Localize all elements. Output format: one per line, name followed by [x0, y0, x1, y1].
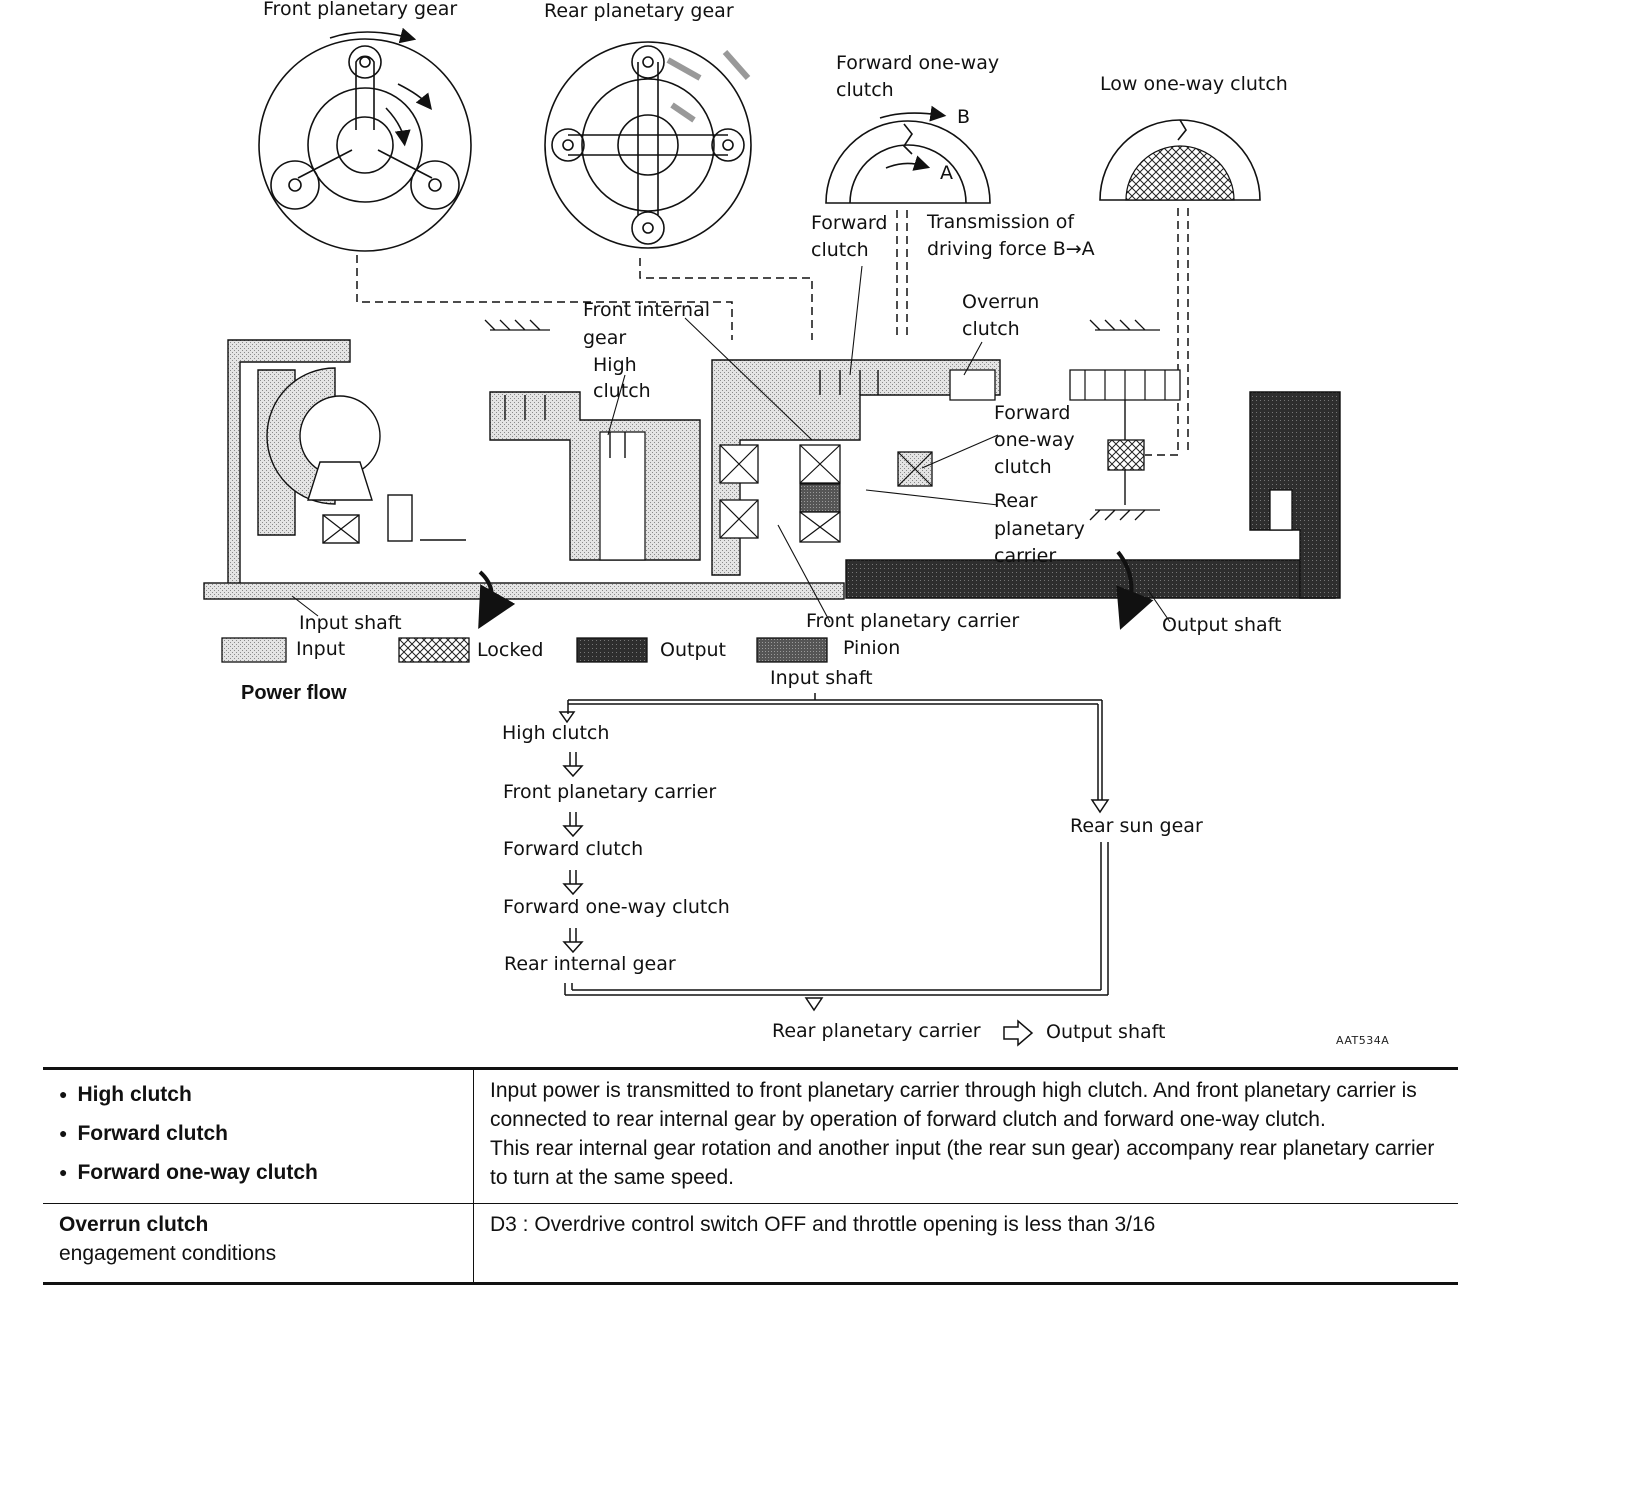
list-item: Forward one-way clutch [59, 1154, 459, 1193]
label-rear-planetary-carrier-2: planetary [994, 518, 1085, 540]
transmission-schematic [203, 265, 1341, 630]
description-paragraph-2: This rear internal gear rotation and ano… [490, 1137, 1435, 1189]
legend-swatch-pinion [756, 637, 828, 663]
label-transmission-of: Transmission of [927, 211, 1075, 233]
flow-rear-planetary-carrier: Rear planetary carrier [772, 1020, 981, 1042]
flow-item-front-planetary-carrier: Front planetary carrier [503, 781, 717, 803]
label-overrun-clutch: Overrun [962, 291, 1040, 313]
label-output-shaft: Output shaft [1162, 614, 1282, 636]
legend-swatch-locked [398, 637, 470, 663]
legend-swatches [221, 637, 828, 663]
flow-item-rear-sun-gear: Rear sun gear [1070, 815, 1203, 837]
legend-label-input: Input [296, 638, 346, 660]
label-high-clutch: High [593, 354, 637, 376]
flow-item-rear-internal-gear: Rear internal gear [504, 953, 676, 975]
table-row: Overrun clutch engagement conditions D3 … [43, 1203, 1458, 1285]
flow-item-forward-clutch: Forward clutch [503, 838, 644, 860]
legend-swatch-output [576, 637, 648, 663]
label-rear-planetary-carrier: Rear [994, 490, 1038, 512]
power-flow-diagram [203, 27, 1341, 1047]
legend-label-locked: Locked [477, 639, 544, 661]
label-input-shaft: Input shaft [299, 612, 402, 634]
power-flow-arrows [558, 693, 1110, 1047]
label-rear-planetary-carrier-3: carrier [994, 545, 1057, 567]
label-front-planetary-gear: Front planetary gear [263, 0, 458, 20]
figure-code: AAT534A [1336, 1034, 1390, 1047]
label-forward-owc-2: one-way [994, 429, 1075, 451]
label-front-internal-gear-2: gear [583, 327, 627, 349]
label-forward-owc: Forward [994, 402, 1071, 424]
overrun-title-cell: Overrun clutch engagement conditions [43, 1203, 474, 1285]
description-paragraph-1: Input power is transmitted to front plan… [490, 1079, 1417, 1131]
label-front-internal-gear: Front internal [583, 299, 710, 321]
flow-item-high-clutch: High clutch [502, 722, 610, 744]
overrun-subtitle: engagement conditions [59, 1242, 277, 1265]
legend-swatch-input [221, 637, 287, 663]
forward-one-way-clutch-figure [825, 105, 991, 204]
flow-item-forward-one-way-clutch: Forward one-way clutch [503, 896, 730, 918]
engaged-parts-list: High clutch Forward clutch Forward one-w… [59, 1076, 459, 1193]
flow-input-shaft: Input shaft [770, 667, 873, 689]
rear-planetary-gear-figure [544, 41, 752, 249]
label-forward-one-way-clutch-top-2: clutch [836, 79, 894, 101]
overrun-condition-text: D3 : Overdrive control switch OFF and th… [490, 1213, 1156, 1236]
power-flow-title: Power flow [241, 682, 347, 704]
overrun-condition-cell: D3 : Overdrive control switch OFF and th… [473, 1203, 1458, 1285]
label-rear-planetary-gear: Rear planetary gear [544, 0, 734, 22]
engaged-parts-cell: High clutch Forward clutch Forward one-w… [43, 1067, 474, 1204]
legend-label-output: Output [660, 639, 726, 661]
table-row: High clutch Forward clutch Forward one-w… [43, 1067, 1458, 1204]
label-front-planetary-carrier: Front planetary carrier [806, 610, 1020, 632]
label-forward-clutch: Forward [811, 212, 888, 234]
front-planetary-gear-figure [258, 27, 472, 252]
label-forward-clutch-2: clutch [811, 239, 869, 261]
description-cell: Input power is transmitted to front plan… [473, 1067, 1458, 1204]
label-driving-force: driving force B→A [927, 238, 1095, 260]
low-one-way-clutch-figure [1099, 119, 1261, 201]
label-forward-one-way-clutch-top: Forward one-way [836, 52, 1000, 74]
overrun-title: Overrun clutch [59, 1213, 209, 1236]
label-letter-b: B [957, 106, 971, 128]
legend-label-pinion: Pinion [843, 637, 901, 659]
flow-output-shaft: Output shaft [1046, 1021, 1166, 1043]
label-high-clutch-2: clutch [593, 380, 651, 402]
list-item: Forward clutch [59, 1115, 459, 1154]
dashed-connectors [356, 208, 1189, 456]
label-overrun-clutch-2: clutch [962, 318, 1020, 340]
list-item: High clutch [59, 1076, 459, 1115]
label-low-one-way-clutch: Low one-way clutch [1100, 73, 1288, 95]
label-forward-owc-3: clutch [994, 456, 1052, 478]
label-letter-a: A [940, 162, 953, 184]
clutch-info-table: High clutch Forward clutch Forward one-w… [43, 1067, 1458, 1285]
